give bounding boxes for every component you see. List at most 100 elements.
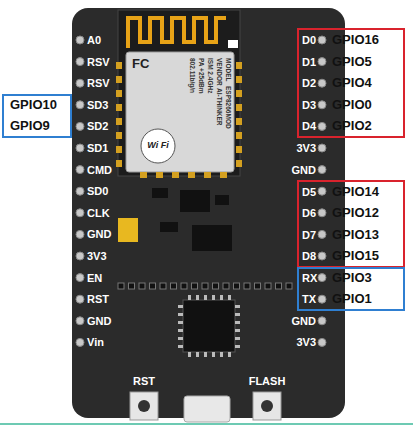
gpio-label: GPIO4 [332,76,372,90]
wifi-logo-text: Wi Fi [147,141,168,151]
module-marking: FC [132,57,149,71]
gpio-label: GPIO1 [332,292,372,306]
pin-hole [76,338,84,346]
pin-label: GND [87,315,111,327]
chip-pin [235,305,240,308]
gpio-label: GPIO9 [10,119,50,133]
chip-pin [178,321,183,324]
pin-label: CMD [87,164,112,176]
module-pad [236,62,242,69]
module-marking: MODEL [225,58,232,81]
pin-hole [76,209,84,217]
pin-label: 3V3 [296,336,316,348]
chip-pin [212,295,215,300]
pin-group-box: RXGPIO3TXGPIO1 [297,267,405,311]
pin-label: RST [87,293,109,305]
pin-name: D4 [302,120,316,132]
usb-uart-chip [183,300,235,352]
pin-hole [76,166,84,174]
module-pad [116,160,122,167]
gpio-label: GPIO16 [332,33,379,47]
header-pad [213,283,219,289]
wifi-logo [141,129,175,163]
header-pad [171,283,177,289]
module-pad [236,160,242,167]
header-pad [244,283,250,289]
header-pad [202,283,208,289]
pin-hole [318,101,326,109]
module-pad [116,104,122,111]
chip-pin [235,329,240,332]
gpio-label: GPIO0 [332,98,372,112]
smd-part [215,195,229,205]
pin-hole [76,144,84,152]
castellated-pads [116,62,242,178]
pin-hole [318,166,326,174]
chip-pin [235,321,240,324]
pin-label: 3V3 [296,142,316,154]
pin-label: GND [87,228,111,240]
pin-group-box: D5GPIO14D6GPIO12D7GPIO13D8GPIO15 [297,180,405,268]
regulator [192,225,232,251]
pin-name: D6 [302,207,316,219]
footer-rule [0,423,413,425]
module-marking: PA +25dBm [198,58,205,94]
module-pad [140,172,147,178]
chip-pin [228,352,231,357]
module-pad [236,104,242,111]
module-pad [156,172,163,178]
header-pad [181,283,187,289]
module-marking: AI-THINKER [216,88,223,126]
header-pad [255,283,261,289]
pin-label: SD0 [87,185,108,197]
pin-hole [76,187,84,195]
chip-pins [178,295,240,357]
pin-hole [76,317,84,325]
wifi-module [118,10,240,176]
pin-hole [318,36,326,44]
reset-button [130,392,158,420]
pin-hole [76,295,84,303]
header-pad [223,283,229,289]
pin-label: 3V3 [87,250,107,262]
chip-pin [228,295,231,300]
pin-hole [318,317,326,325]
gpio-label: GPIO15 [332,249,379,263]
smd-part [152,188,168,198]
pin-label: RSV [87,77,110,89]
chip-pin [196,352,199,357]
header-pad [118,283,124,289]
module-pad [236,146,242,153]
gpio-label: GPIO2 [332,119,372,133]
module-pad [220,172,227,178]
pin-hole [76,252,84,260]
chip-pin [178,305,183,308]
module-pad [236,132,242,139]
chip-pin [178,329,183,332]
pin-hole [318,274,326,282]
gpio-label: GPIO12 [332,206,379,220]
chip-pin [204,295,207,300]
pin-hole [318,79,326,87]
module-pad [236,118,242,125]
chip-pin [235,345,240,348]
chip-pin [178,345,183,348]
module-pad [116,146,122,153]
module-pad [236,90,242,97]
pin-label: SD2 [87,120,108,132]
pin-hole [76,79,84,87]
pin-name: RX [302,272,317,284]
chip-pin [212,352,215,357]
pin-hole [318,252,326,260]
header-pad [234,283,240,289]
header-pad [192,283,198,289]
pin-label: RSV [87,56,110,68]
header-row [118,283,292,289]
module-pad [236,76,242,83]
chip-pin [235,313,240,316]
module-pad [116,90,122,97]
capacitor [118,218,138,242]
pin-hole [76,101,84,109]
module-pad [116,62,122,69]
button-label: RST [133,375,155,387]
